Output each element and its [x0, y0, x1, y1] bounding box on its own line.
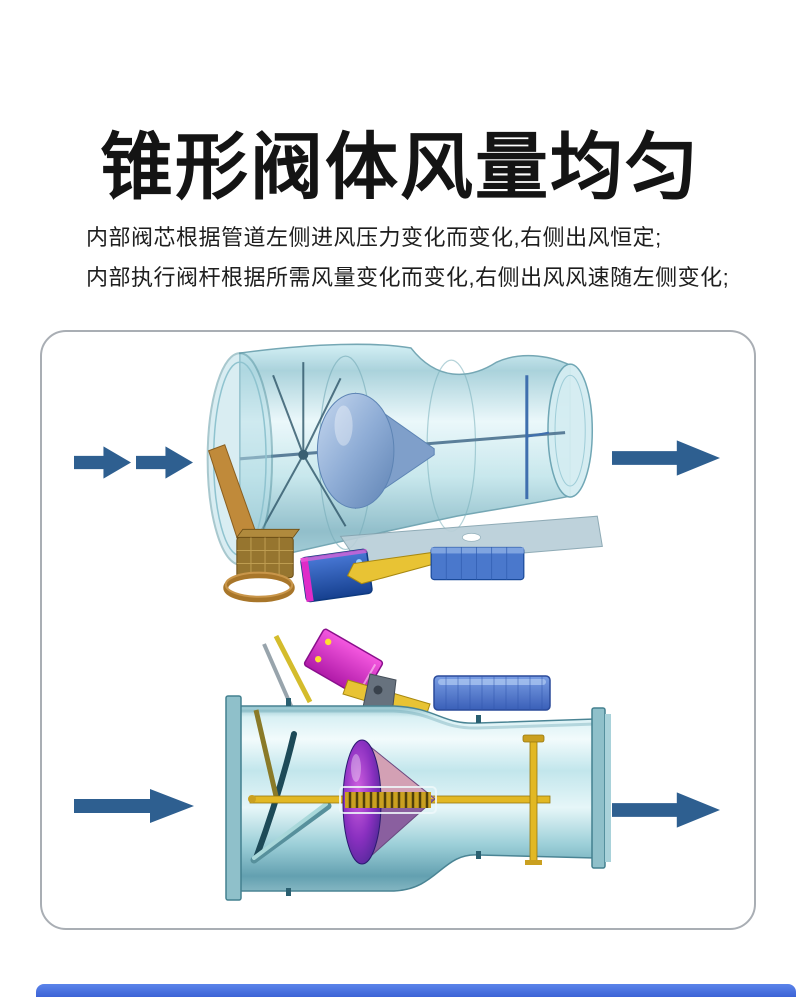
- valve-section-illustration: [210, 628, 634, 918]
- cone-valve-plug: [316, 392, 435, 510]
- description-line-1: 内部阀芯根据管道左侧进风压力变化而变化,右侧出风恒定;: [86, 225, 662, 250]
- valve-perspective-illustration: [194, 340, 618, 632]
- airflow-arrow-outlet-bottom-icon: [612, 790, 720, 830]
- guide-rod: [522, 734, 545, 865]
- airflow-arrow-outlet-top-icon: [612, 438, 720, 478]
- description-line-2: 内部执行阀杆根据所需风量变化而变化,右侧出风风速随左侧变化;: [86, 265, 730, 290]
- linkage-bracket: [208, 444, 301, 603]
- stem-spring-coil: [339, 786, 437, 814]
- valve-illustration-panel: [40, 330, 756, 930]
- page-title: 锥形阀体风量均匀: [100, 127, 700, 208]
- airflow-arrow-inlet-top-2-icon: [136, 444, 193, 481]
- airflow-arrow-inlet-top-1-icon: [74, 444, 131, 481]
- junction-box: [433, 675, 551, 711]
- next-section-banner: [36, 984, 796, 997]
- airflow-arrow-inlet-bottom-icon: [74, 787, 194, 825]
- terminal-box: [430, 546, 525, 581]
